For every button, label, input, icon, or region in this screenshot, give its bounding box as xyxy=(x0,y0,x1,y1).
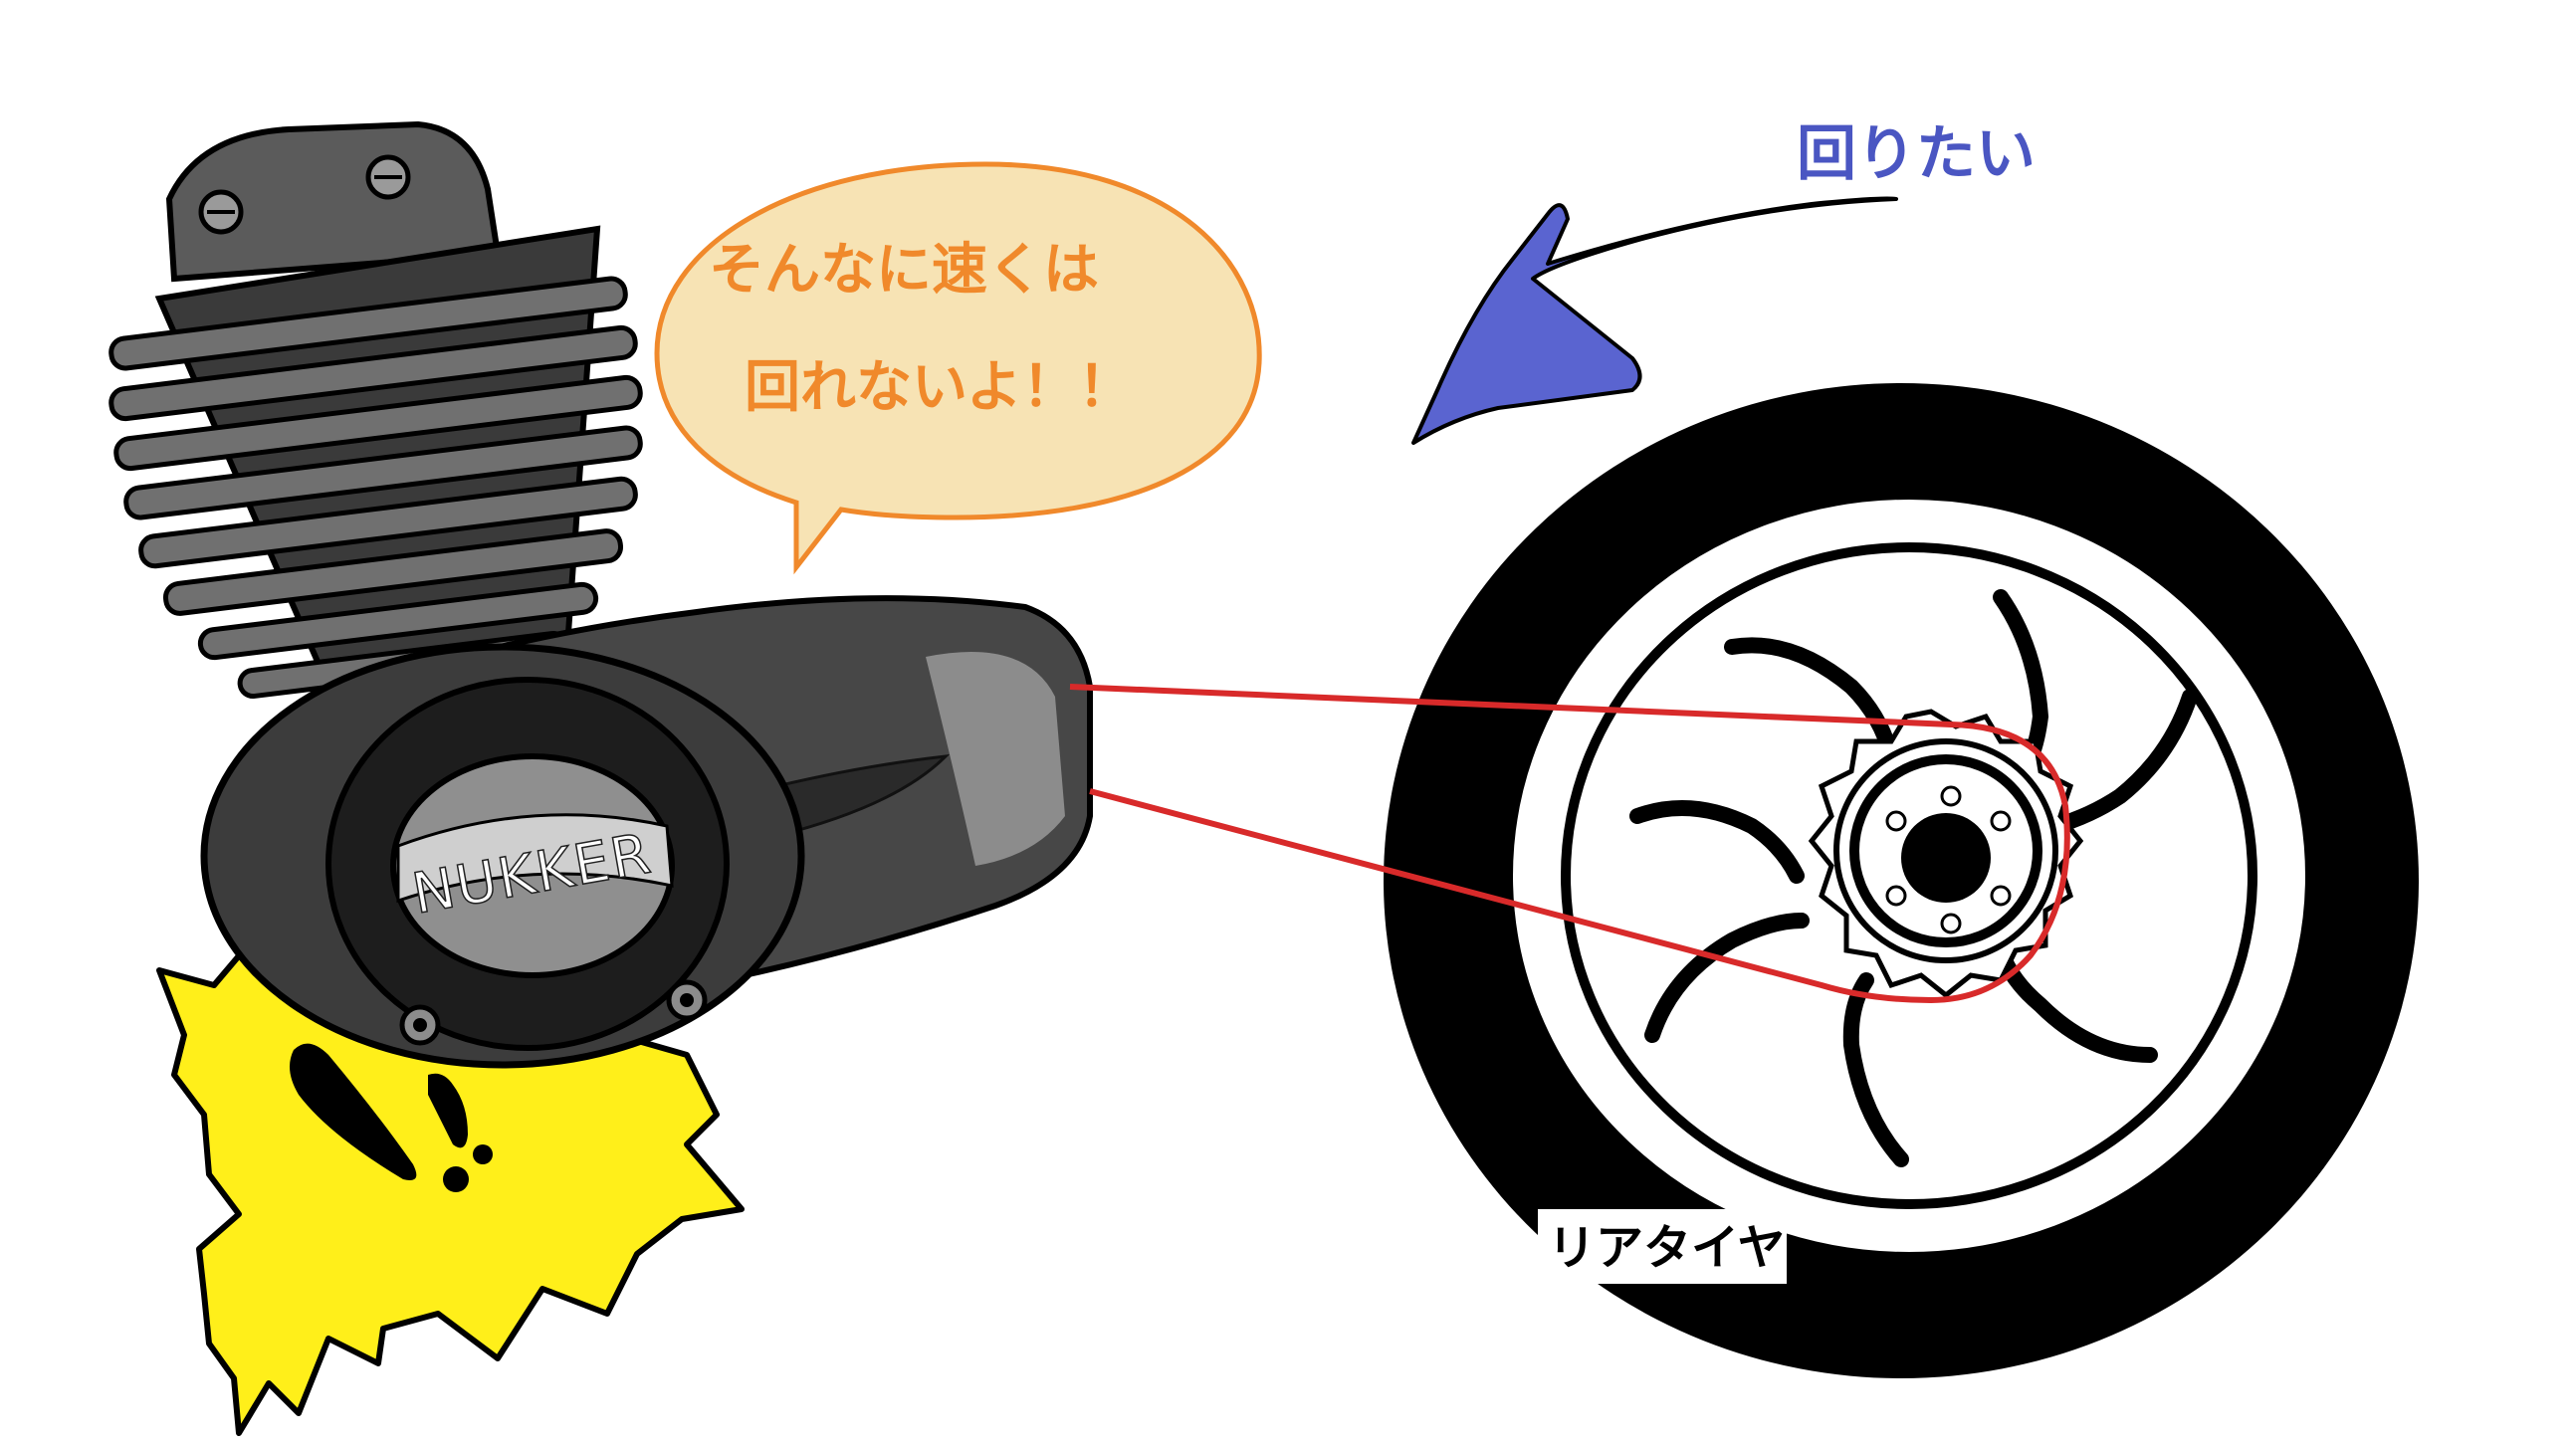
impact-mark-right xyxy=(428,1073,468,1148)
engine: NUKKER xyxy=(108,120,1093,1069)
speech-line-2: 回れないよ！！ xyxy=(745,355,1134,420)
transmission-groove xyxy=(753,754,951,838)
tire-label-background xyxy=(1538,1209,1787,1284)
rear-sprocket xyxy=(1808,709,2084,999)
drive-chain xyxy=(1069,684,2070,1003)
tire-label: リアタイヤ xyxy=(1538,1209,1787,1284)
rotation-arrow-icon xyxy=(1411,196,1898,445)
speech-bubble-shape xyxy=(654,161,1262,575)
impact-mark-left xyxy=(290,1043,417,1180)
want-to-spin-text: 回りたい xyxy=(1797,119,2036,189)
rear-tire xyxy=(1384,383,2419,1378)
impact-dot-small xyxy=(473,1144,493,1164)
impact-dot xyxy=(443,1166,469,1192)
desire-group: 回りたい xyxy=(1411,119,2036,445)
engine-cylinder-head xyxy=(165,120,502,283)
tire-label-text: リアタイヤ xyxy=(1548,1220,1786,1276)
speech-line-1: そんなに速くは xyxy=(709,238,1099,303)
axle-hub xyxy=(1901,813,1991,903)
transmission-highlight xyxy=(926,652,1065,866)
speech-bubble: そんなに速くは 回れないよ！！ xyxy=(654,161,1262,575)
